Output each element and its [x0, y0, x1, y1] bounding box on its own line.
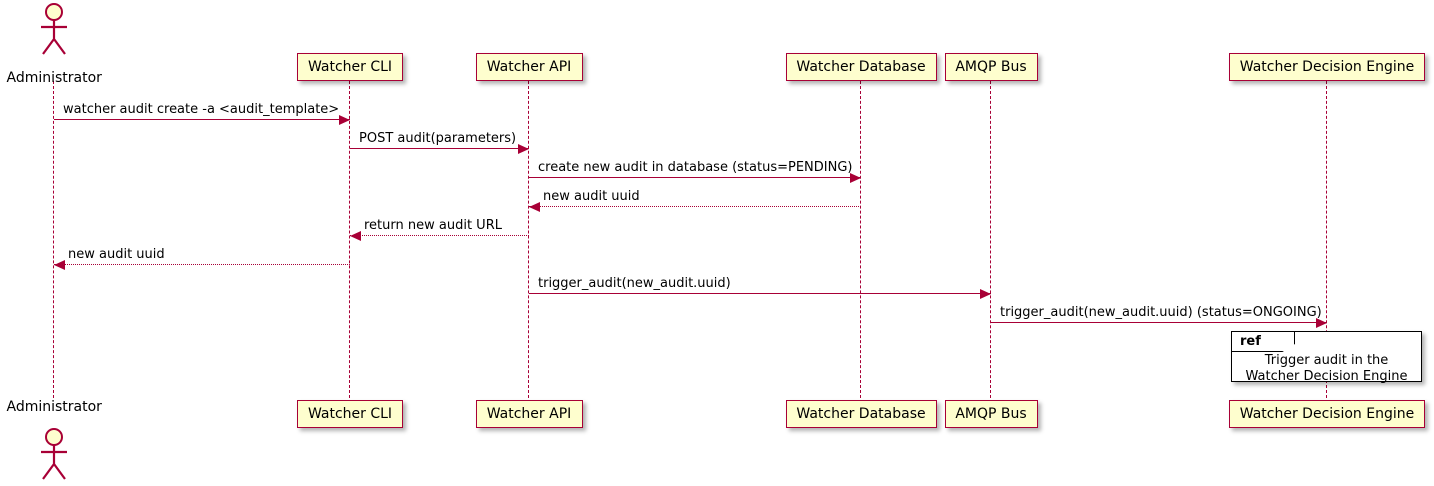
lifeline-watcher-api — [528, 81, 529, 398]
message-label-m8: trigger_audit(new_audit.uuid) (status=ON… — [1000, 305, 1322, 320]
message-label-m2: POST audit(parameters) — [359, 131, 517, 146]
lifeline-decision-engine — [1326, 81, 1327, 398]
message-line-m6 — [54, 264, 350, 265]
participant-label-administrator: Administrator — [6, 70, 102, 86]
message-label-m1: watcher audit create -a <audit_template> — [63, 102, 340, 117]
message-label-m3: create new audit in database (status=PEN… — [538, 160, 853, 175]
arrowhead-m1 — [339, 115, 350, 125]
message-label-m5: return new audit URL — [364, 218, 502, 233]
arrowhead-m7 — [980, 289, 991, 299]
fragment-body-line: Trigger audit in the — [1264, 353, 1389, 368]
message-label-m7: trigger_audit(new_audit.uuid) — [538, 276, 731, 291]
lifeline-watcher-cli — [349, 81, 350, 398]
actor-figure-icon — [41, 3, 67, 55]
actor-figure-icon — [41, 428, 67, 480]
message-label-m6: new audit uuid — [68, 247, 165, 262]
lifeline-watcher-db — [860, 81, 861, 398]
arrowhead-m3 — [850, 173, 861, 183]
participant-box-watcher-cli-bottom[interactable]: Watcher CLI — [297, 400, 403, 428]
lifeline-administrator — [53, 81, 54, 398]
actor-administrator-top — [37, 3, 71, 55]
arrowhead-m5 — [350, 231, 361, 241]
participant-box-watcher-db-bottom[interactable]: Watcher Database — [785, 400, 937, 428]
message-line-m3 — [529, 177, 861, 178]
fragment-body-line: Watcher Decision Engine — [1245, 369, 1408, 384]
message-line-m5 — [350, 235, 529, 236]
participant-box-amqp-bus-bottom[interactable]: AMQP Bus — [944, 400, 1038, 428]
message-line-m2 — [350, 148, 529, 149]
fragment-keyword-ref-trigger-audit: ref — [1232, 332, 1295, 352]
message-line-m8 — [991, 322, 1327, 323]
participant-box-decision-engine[interactable]: Watcher Decision Engine — [1229, 53, 1425, 81]
arrowhead-m8 — [1316, 318, 1327, 328]
participant-label-administrator-bottom: Administrator — [6, 399, 102, 415]
participant-box-watcher-db[interactable]: Watcher Database — [785, 53, 937, 81]
actor-administrator-bottom — [37, 428, 71, 480]
participant-box-watcher-api[interactable]: Watcher API — [475, 53, 583, 81]
participant-box-watcher-cli[interactable]: Watcher CLI — [297, 53, 403, 81]
arrowhead-m2 — [518, 144, 529, 154]
participant-box-decision-engine-bottom[interactable]: Watcher Decision Engine — [1229, 400, 1425, 428]
participant-box-watcher-api-bottom[interactable]: Watcher API — [475, 400, 583, 428]
arrowhead-m4 — [529, 202, 540, 212]
lifeline-amqp-bus — [990, 81, 991, 398]
arrowhead-m6 — [54, 260, 65, 270]
message-label-m4: new audit uuid — [543, 189, 640, 204]
participant-box-amqp-bus[interactable]: AMQP Bus — [944, 53, 1038, 81]
message-line-m4 — [529, 206, 861, 207]
message-line-m1 — [54, 119, 350, 120]
message-line-m7 — [529, 293, 991, 294]
